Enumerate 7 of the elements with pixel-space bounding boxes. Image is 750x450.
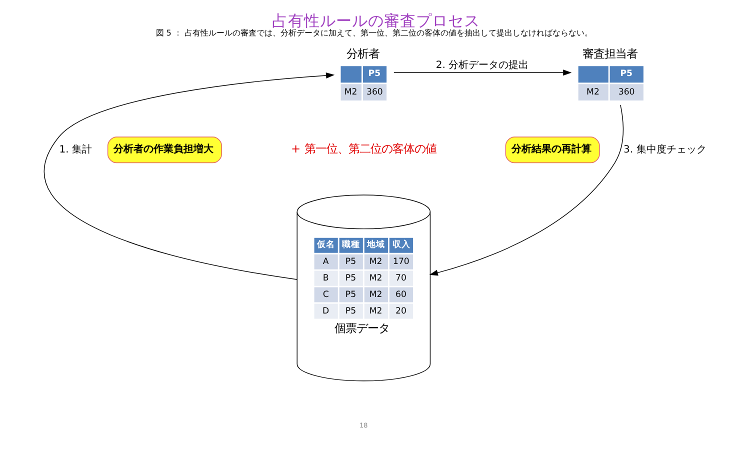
edge-label: 3. 集中度チェック — [623, 144, 706, 156]
diagram-title: 占有性ルールの審査プロセス — [272, 10, 480, 30]
edge-label: 2. 分析データの提出 — [435, 60, 528, 71]
edge-label: 1. 集計 — [58, 144, 92, 156]
node-label: 審査担当者 — [582, 46, 638, 60]
label: + 第一位、第二位の客体の値 — [290, 142, 436, 156]
node-label: 分析者 — [346, 46, 379, 60]
